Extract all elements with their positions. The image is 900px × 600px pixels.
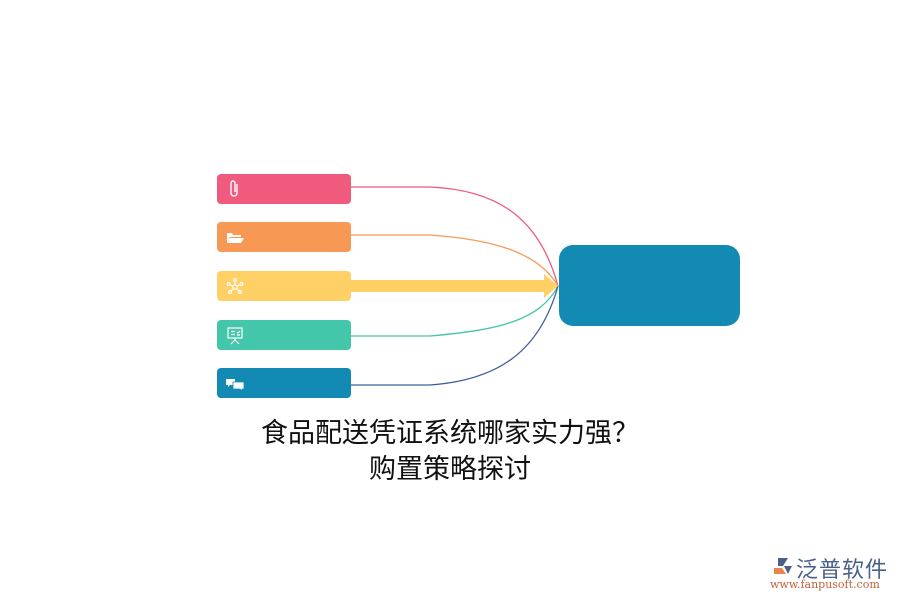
branch-node-3[interactable] xyxy=(217,271,351,301)
diagram-title: 食品配送凭证系统哪家实力强？ 购置策略探讨 xyxy=(0,416,900,488)
chat-icon xyxy=(226,379,245,392)
folder-icon xyxy=(227,233,244,243)
branch-node-2[interactable] xyxy=(217,222,351,252)
network-icon xyxy=(226,278,244,294)
fanpu-logo-icon xyxy=(774,558,792,574)
branch-node-5[interactable] xyxy=(217,368,351,398)
brand-name: 泛普软件 xyxy=(796,558,889,583)
presentation-icon xyxy=(227,327,243,345)
branch-node-1[interactable] xyxy=(217,174,351,204)
title-line-2: 购置策略探讨 xyxy=(369,454,531,485)
central-node[interactable] xyxy=(559,245,740,326)
paperclip-icon xyxy=(230,180,238,197)
branch-node-4[interactable] xyxy=(217,320,351,350)
brand-logo: 泛普软件 www.fanpusoft.com xyxy=(770,552,895,594)
brand-url: www.fanpusoft.com xyxy=(770,578,880,591)
title-line-1: 食品配送凭证系统哪家实力强？ xyxy=(261,418,639,449)
